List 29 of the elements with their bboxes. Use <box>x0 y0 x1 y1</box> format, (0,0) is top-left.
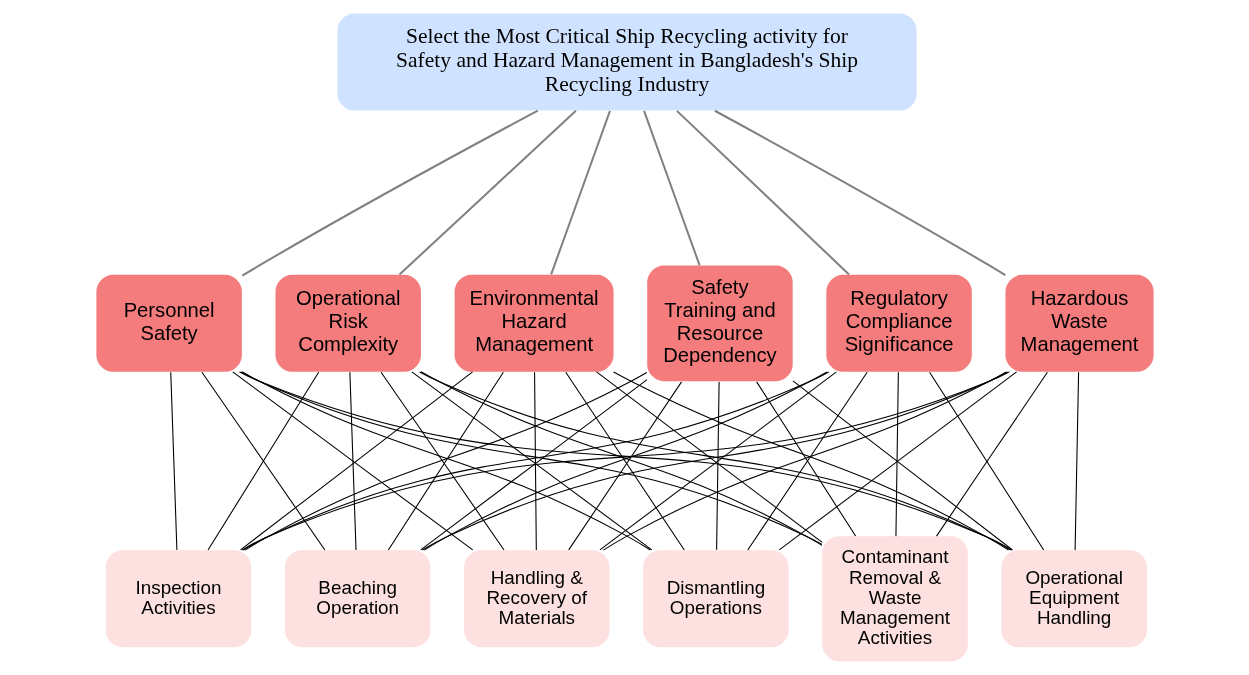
connector <box>398 110 577 276</box>
node-box: Operational Equipment Handling <box>1000 550 1147 648</box>
connector <box>1074 371 1079 551</box>
node-box: Handling & Recovery of Materials <box>463 550 609 648</box>
node-box: Select the Most Critical Ship Recycling activity for Safety and Hazard Management in Bangladesh's Ship Recycling Industry <box>336 13 917 111</box>
connector <box>755 381 856 537</box>
node-box: Beaching Operation <box>284 550 430 648</box>
node-box: Safety Training and Resource Dependency <box>646 265 793 382</box>
connector <box>642 110 701 266</box>
connector <box>348 371 357 551</box>
node-box: Environmental Hazard Management <box>454 274 614 372</box>
connector <box>935 371 1048 537</box>
connector <box>746 371 868 551</box>
connector <box>894 371 899 537</box>
node-box: Personnel Safety <box>95 274 242 372</box>
node-box: Contaminant Removal & Waste Management Activities <box>821 536 968 662</box>
connector <box>533 371 537 551</box>
connector <box>241 109 538 277</box>
node-box: Hazardous Waste Management <box>1004 274 1154 372</box>
connector <box>169 371 177 551</box>
connector <box>675 110 850 276</box>
connector <box>549 110 611 275</box>
node-box: Dismantling Operations <box>642 550 789 648</box>
connector <box>713 109 1006 276</box>
node-box: Regulatory Compliance Significance <box>825 274 972 372</box>
connector <box>928 371 1044 551</box>
node-box: Operational Risk Complexity <box>275 274 421 372</box>
node-box: Inspection Activities <box>105 550 251 648</box>
connector <box>715 381 720 551</box>
